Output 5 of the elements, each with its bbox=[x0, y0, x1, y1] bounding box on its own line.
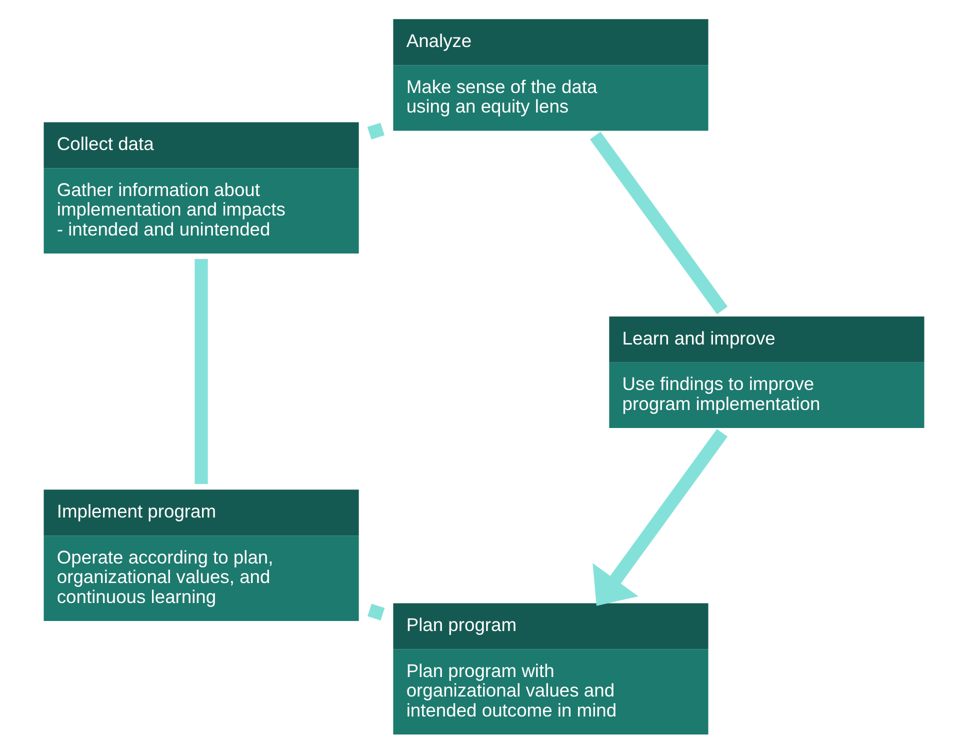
connector bbox=[194, 258, 208, 484]
connector bbox=[366, 122, 384, 140]
arrow bbox=[592, 428, 728, 606]
connector bbox=[589, 132, 728, 314]
connector bbox=[367, 604, 384, 620]
